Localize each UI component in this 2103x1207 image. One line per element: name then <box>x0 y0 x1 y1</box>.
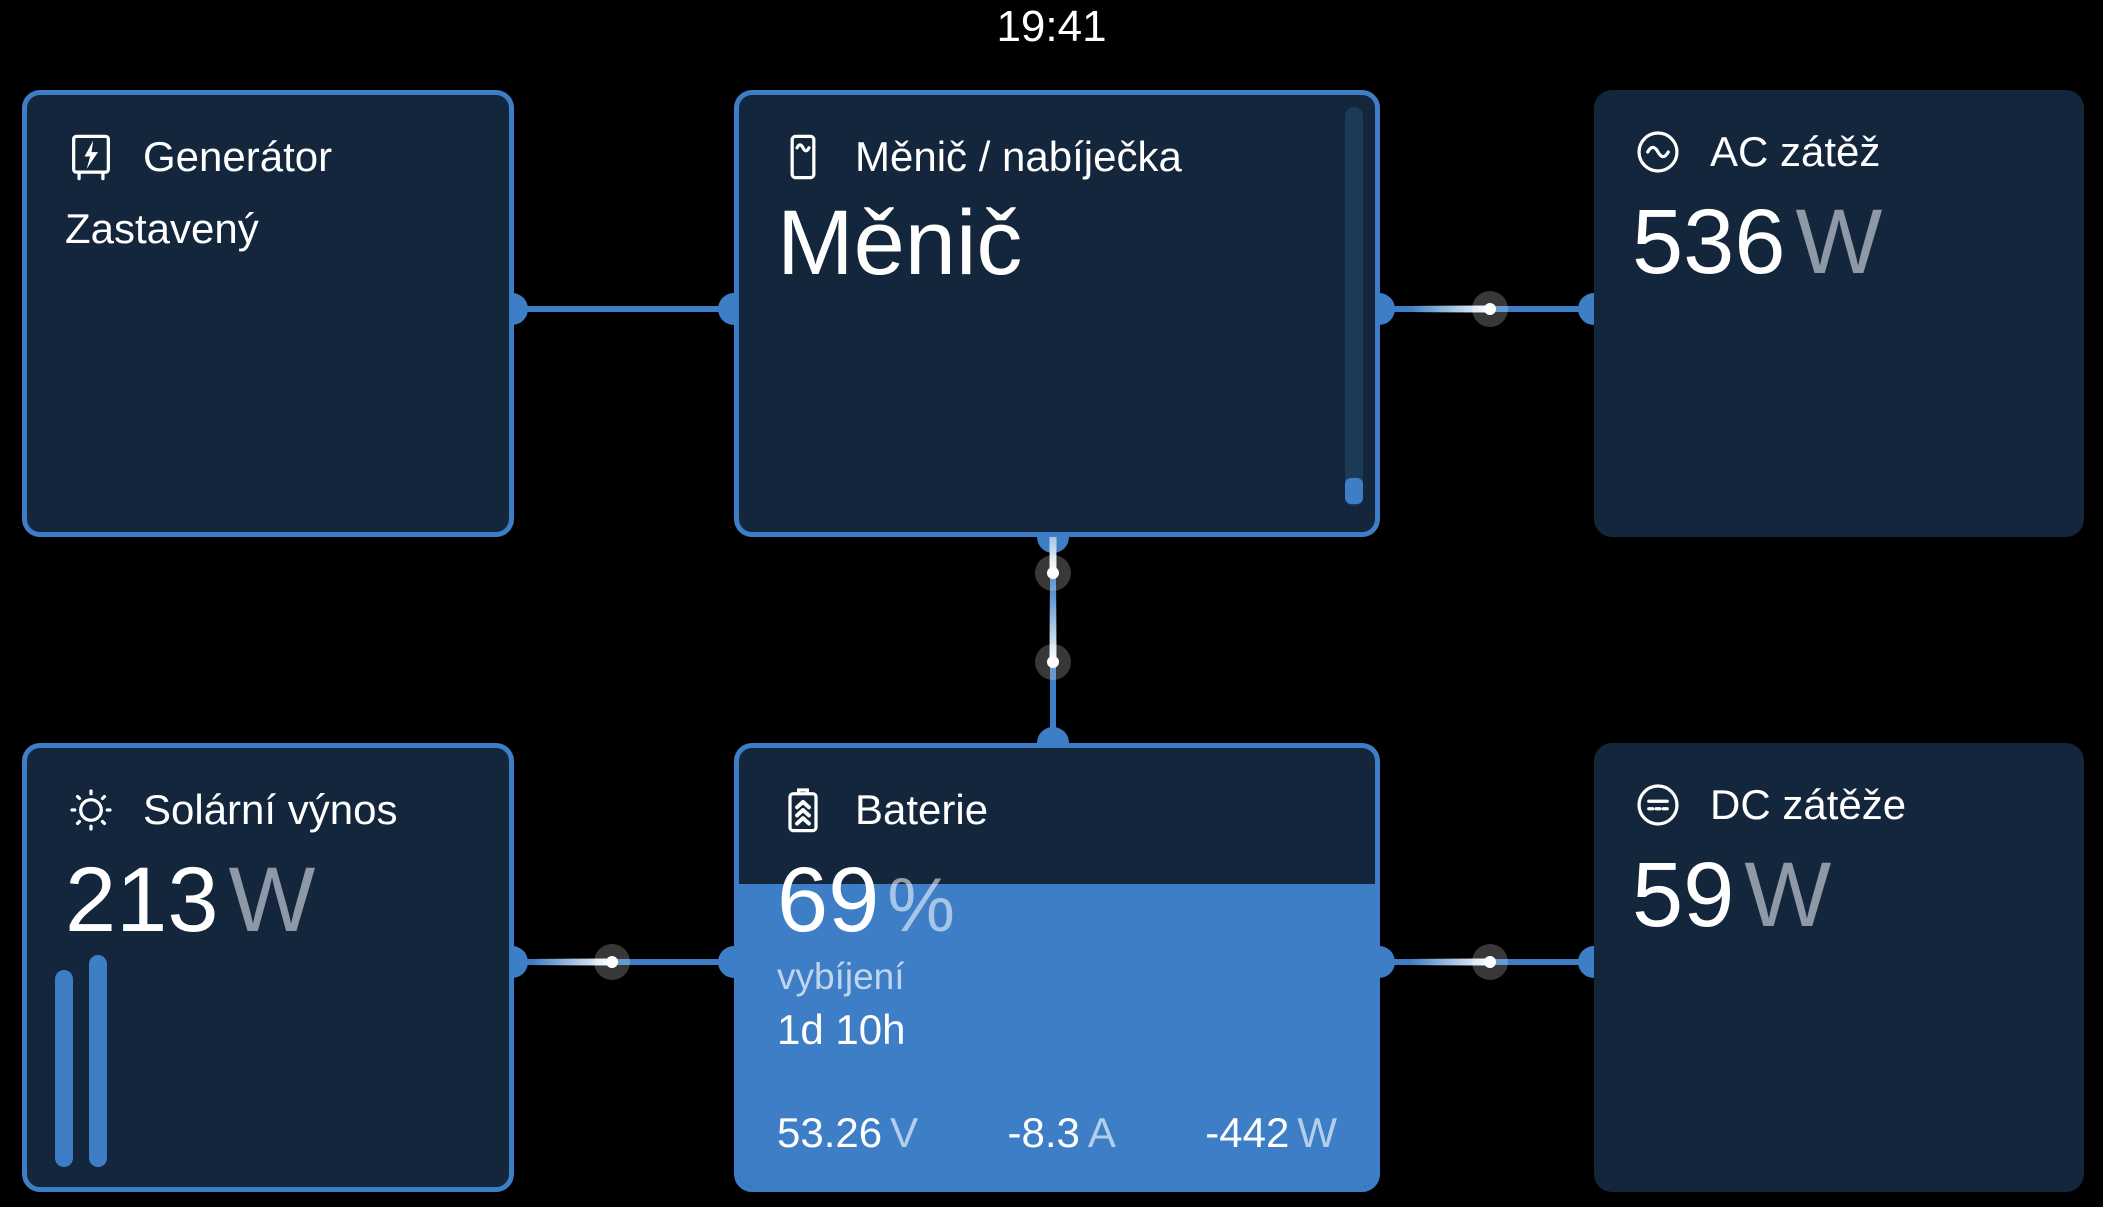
solar-bar <box>89 955 107 1167</box>
flow-dot-core <box>1484 956 1496 968</box>
dc-loads-unit: W <box>1744 844 1832 946</box>
inverter-title: Měnič / nabíječka <box>855 133 1182 180</box>
battery-icon <box>777 784 829 836</box>
flow-dot-core <box>1047 567 1059 579</box>
tile-header: Solární výnos <box>27 748 509 836</box>
battery-fill <box>739 884 1375 1187</box>
battery-current-unit: A <box>1087 1109 1116 1156</box>
dc-loads-value: 59 <box>1632 844 1735 946</box>
tile-header: DC zátěže <box>1594 743 2084 831</box>
flow-trail <box>1410 958 1490 966</box>
battery-soc-value: 69 <box>777 849 880 951</box>
battery-title: Baterie <box>855 786 989 833</box>
inverter-mode: Měnič <box>777 192 1023 294</box>
battery-soc-unit: % <box>887 863 955 948</box>
generator-icon <box>65 131 117 183</box>
flow-dot <box>1410 944 1508 980</box>
tile-generator[interactable]: Generátor Zastavený <box>22 90 514 537</box>
solar-value: 213 <box>65 849 219 951</box>
inverter-gauge-indicator <box>1345 478 1363 504</box>
inverter-icon <box>777 131 829 183</box>
flow-dot-core <box>606 956 618 968</box>
link-generator-inverter <box>512 306 734 312</box>
flow-dot-core <box>1047 656 1059 668</box>
generator-status: Zastavený <box>65 205 259 252</box>
tile-header: Měnič / nabíječka <box>739 95 1375 183</box>
solar-title: Solární výnos <box>143 786 398 833</box>
flow-trail <box>1049 582 1057 662</box>
ac-loads-value: 536 <box>1632 191 1786 293</box>
flow-dot <box>1035 582 1071 680</box>
flow-trail <box>1410 305 1490 313</box>
flow-dot <box>532 944 630 980</box>
generator-title: Generátor <box>143 133 333 180</box>
battery-soc-row: 69% <box>777 854 1375 946</box>
inverter-gauge-track <box>1345 107 1363 506</box>
battery-current-value: -8.3 <box>1007 1109 1080 1156</box>
dc-loads-title: DC zátěže <box>1710 781 1907 828</box>
solar-unit: W <box>228 849 316 951</box>
battery-time-remaining: 1d 10h <box>777 1006 906 1053</box>
battery-power-value: -442 <box>1205 1109 1290 1156</box>
link-solar-battery <box>512 959 734 965</box>
flow-dot-core <box>1484 303 1496 315</box>
ac-loads-title: AC zátěž <box>1710 128 1881 175</box>
solar-bar <box>55 970 73 1167</box>
battery-power-unit: W <box>1297 1109 1337 1156</box>
tile-header: Baterie <box>739 748 1375 836</box>
tile-header: AC zátěž <box>1594 90 2084 178</box>
tile-inverter[interactable]: Měnič / nabíječka Měnič <box>734 90 1380 537</box>
ac-load-icon <box>1632 126 1684 178</box>
clock: 19:41 <box>996 2 1107 51</box>
dc-load-icon <box>1632 779 1684 831</box>
ac-loads-unit: W <box>1795 191 1883 293</box>
battery-voltage-value: 53.26 <box>777 1109 883 1156</box>
flow-trail <box>532 958 612 966</box>
battery-voltage-unit: V <box>890 1109 919 1156</box>
solar-tracker-bars <box>55 955 107 1167</box>
tile-header: Generátor <box>27 95 509 183</box>
sun-icon <box>65 784 117 836</box>
flow-dot <box>1410 291 1508 327</box>
battery-state: vybíjení <box>777 956 905 997</box>
